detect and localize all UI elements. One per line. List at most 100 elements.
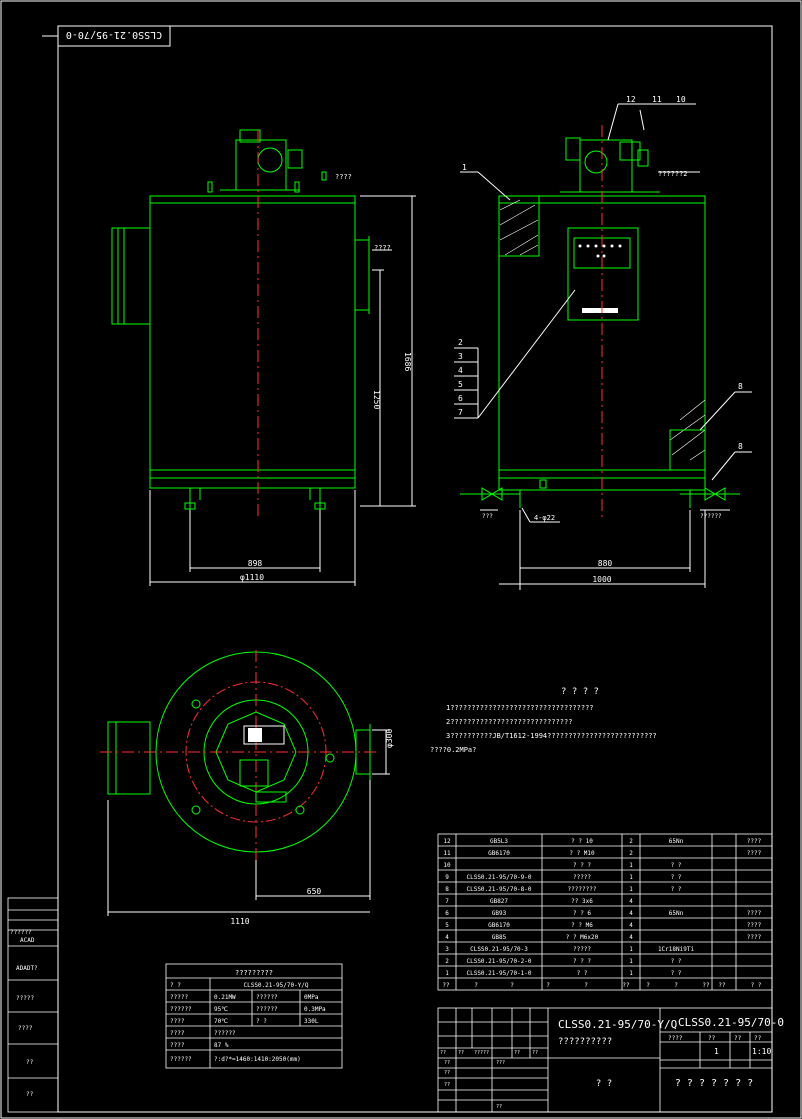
balloon-8a: 8 <box>738 382 743 391</box>
bom-cell: CLSS0.21-95/70-1-0 <box>466 970 531 977</box>
title-drawing-no: CLSS0.21-95/70-Y/Q <box>558 1018 677 1031</box>
bom-cell: 4 <box>629 898 633 905</box>
bom-cell: 4 <box>445 934 449 941</box>
title-mid-text: ? ? <box>596 1079 612 1089</box>
bom-cell: GB5L3 <box>490 838 508 845</box>
dim-overall: 1110 <box>230 917 249 926</box>
svg-text:??: ?? <box>26 1091 34 1098</box>
balloon-3: 3 <box>458 352 463 361</box>
bom-cell: ? ? 6 <box>573 910 591 917</box>
svg-text:??????: ?????? <box>170 1056 192 1063</box>
bom-cell: ???? <box>747 910 762 917</box>
svg-text:??: ?? <box>734 1035 742 1042</box>
inner-frame <box>57 25 773 1113</box>
notes-line-3: 3??????????JB/T1612-1994????????????????… <box>446 732 657 740</box>
svg-text:? ?: ? ? <box>256 1018 267 1025</box>
balloon-6: 6 <box>458 394 463 403</box>
bom-header-cell: ? <box>546 982 550 989</box>
bom-cell: 1 <box>629 946 633 953</box>
svg-text:???: ??? <box>496 1060 505 1066</box>
svg-text:????: ???? <box>668 1035 683 1042</box>
front-view-nozzle-label: ???? <box>374 244 391 252</box>
svg-text:????: ???? <box>170 1018 185 1025</box>
balloon-4: 4 <box>458 366 463 375</box>
svg-text:?:d?*=1460:1410:2050(mm): ?:d?*=1460:1410:2050(mm) <box>214 1056 301 1063</box>
balloon-11: 11 <box>652 95 662 104</box>
front-view-tank-body <box>149 195 356 479</box>
title-scale: 1:10 <box>752 1047 771 1056</box>
title-block-text: CLSS0.21-95/70-Y/Q CLSS0.21-95/70-0 ????… <box>440 1016 784 1110</box>
bom-cell: ? ? <box>671 886 682 893</box>
notes-line-2: 2????????????????????????????? <box>446 718 572 726</box>
bom-header-cell: ? <box>474 982 478 989</box>
bom-table <box>437 833 773 991</box>
dim-height-total: 1686 <box>403 352 412 371</box>
bom-cell: ? ? ? <box>573 862 591 869</box>
dim-offset: 650 <box>307 887 322 896</box>
bom-cell: 65Nn <box>669 910 684 917</box>
bom-header-cell: ? <box>674 982 678 989</box>
svg-text:0.21MW: 0.21MW <box>214 994 236 1001</box>
valve-label-left: ??? <box>482 513 493 520</box>
bom-header-cell: ?? <box>442 982 450 989</box>
bom-cell: 1 <box>629 874 633 881</box>
title-company: ? ? ? ? ? ? ? <box>675 1078 753 1089</box>
notes-title: ? ? ? ? <box>561 687 599 697</box>
balloon-8b: 8 <box>738 442 743 451</box>
bom-cell: 1 <box>629 862 633 869</box>
svg-text:87 %: 87 % <box>214 1042 229 1049</box>
bom-cell: ? ? <box>671 958 682 965</box>
svg-text:0.3MPa: 0.3MPa <box>304 1006 326 1013</box>
svg-text:70℃: 70℃ <box>214 1018 228 1025</box>
bom-cell: 8 <box>445 886 449 893</box>
spec-table-cells: ? ? CLSS0.21-95/70-Y/Q ????? 0.21MW ????… <box>170 982 326 1063</box>
bom-cell: ?? 3x6 <box>571 898 593 905</box>
bom-cell: ? ? 10 <box>571 838 593 845</box>
title-block <box>437 1007 773 1113</box>
bom-cell: CLSS0.21-95/70-3 <box>470 946 528 953</box>
svg-text:??: ?? <box>440 1050 446 1056</box>
svg-text:?????: ????? <box>474 1050 489 1056</box>
bom-cell: ? ? <box>671 862 682 869</box>
bom-cell: ???? <box>747 850 762 857</box>
bom-cell: 9 <box>445 874 449 881</box>
bom-cell: 5 <box>445 922 449 929</box>
bom-header-cell: ? <box>646 982 650 989</box>
dim-side-width-inner: 880 <box>598 559 613 568</box>
svg-text:?????: ????? <box>16 995 34 1002</box>
balloon-1: 1 <box>462 163 467 172</box>
balloon-10: 10 <box>676 95 686 104</box>
left-revision-strip <box>7 897 59 1113</box>
svg-text:??????: ?????? <box>214 1030 236 1037</box>
dim-flange: φ300 <box>385 729 394 748</box>
svg-text:????: ???? <box>170 1030 185 1037</box>
svg-text:??: ?? <box>444 1082 450 1088</box>
side-view <box>460 137 740 508</box>
technical-notes: ? ? ? ? 1???????????????????????????????… <box>430 687 657 754</box>
title-name: ?????????? <box>558 1037 612 1047</box>
spec-table <box>165 963 343 1069</box>
svg-text:????: ???? <box>170 1042 185 1049</box>
bom-cell: 1Cr18Ni9Ti <box>658 946 695 953</box>
svg-text:?????: ????? <box>170 994 188 1001</box>
front-view-burner <box>235 139 287 191</box>
bom-header-cell: ? <box>510 982 514 989</box>
plan-view <box>100 650 380 860</box>
title-sheet-count: 1 <box>714 1047 719 1056</box>
svg-text:??: ?? <box>26 1059 34 1066</box>
bom-header-cell: ? ? <box>751 982 762 989</box>
dim-front-width-outer: φ1110 <box>240 573 264 582</box>
bom-cell: 6 <box>445 910 449 917</box>
notes-line-4: ????0.2MPa? <box>430 746 476 754</box>
bom-cell: 7 <box>445 898 449 905</box>
bom-cell: 1 <box>445 970 449 977</box>
svg-text:? ?: ? ? <box>170 982 181 989</box>
bom-cell: 2 <box>629 850 633 857</box>
bom-cell: ? ? M6 <box>571 922 593 929</box>
bom-cell: ? ? M6x20 <box>566 934 599 941</box>
spec-table-title: ????????? <box>235 969 273 977</box>
bom-cell: 65Nn <box>669 838 684 845</box>
